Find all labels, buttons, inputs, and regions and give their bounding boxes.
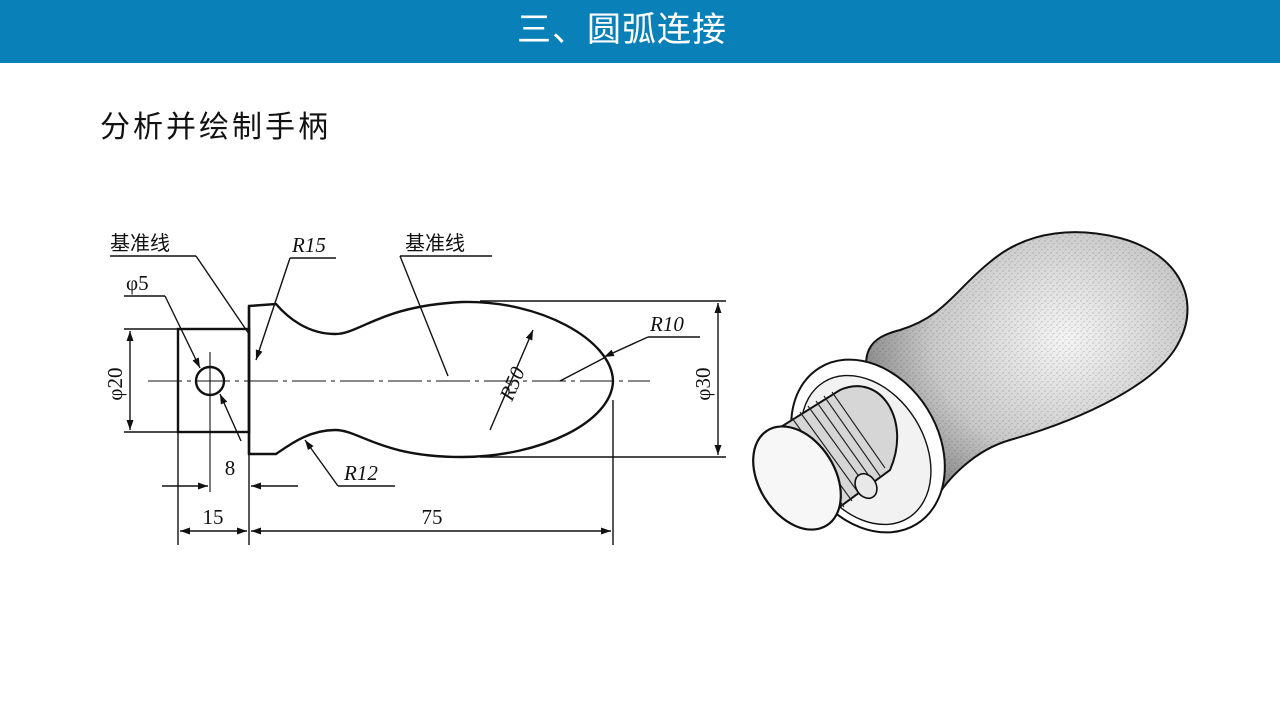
slide-title: 三、圆弧连接 <box>517 10 727 50</box>
title-bar: 三、圆弧连接 <box>0 0 1280 63</box>
dim-phi30: φ30 <box>691 367 715 400</box>
datum-label-right: 基准线 <box>405 231 465 255</box>
dim-r15: R15 <box>291 233 326 257</box>
dim-8: 8 <box>225 456 236 480</box>
dim-r10: R10 <box>649 312 684 336</box>
handle-3d-illustration <box>752 231 1189 534</box>
dim-phi20: φ20 <box>103 367 127 400</box>
dim-r12: R12 <box>343 461 378 485</box>
handle-outline <box>247 300 615 459</box>
slide-subtitle: 分析并绘制手柄 <box>100 110 331 145</box>
datum-label-left: 基准线 <box>110 231 170 255</box>
dim-phi5: φ5 <box>126 271 149 295</box>
dim-75: 75 <box>422 505 443 529</box>
dim-r50: R50 <box>494 363 530 405</box>
dim-15: 15 <box>203 505 224 529</box>
